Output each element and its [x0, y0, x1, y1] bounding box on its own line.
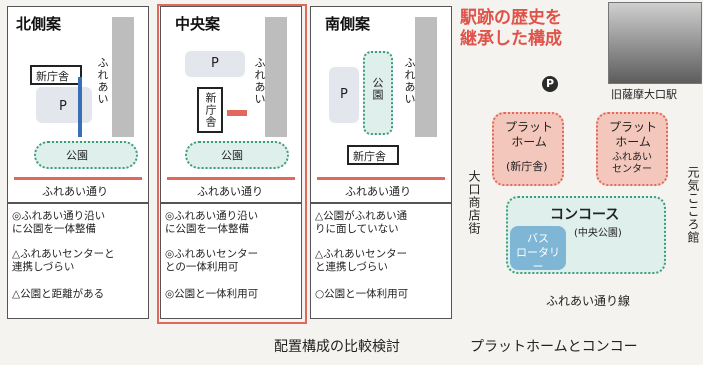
parking-icon-label: P — [546, 77, 555, 90]
park-label: 公園 — [221, 149, 243, 162]
street-label: ふれあい通り — [42, 185, 108, 198]
center-label: ふれあい — [253, 57, 266, 105]
park-label: 公園 — [66, 149, 88, 162]
caption-right: プラットホームとコンコー — [470, 339, 638, 355]
concourse-label: コンコース — [550, 207, 620, 223]
note-1: ◎ふれあい通り沿い に公園を一体整備 — [165, 210, 259, 235]
street-label: ふれあい通り — [345, 185, 411, 198]
photo-caption: 旧薩摩大口駅 — [611, 88, 677, 101]
plan-central-notes: ◎ふれあい通り沿い に公園を一体整備 ◎ふれあいセンター との一体利用可 ◎公園… — [160, 203, 302, 319]
concourse-sub: (中央公園) — [574, 228, 622, 239]
street-line — [167, 177, 295, 180]
platform-right — [596, 112, 668, 186]
plan-south-title: 南側案 — [325, 15, 371, 33]
street-line — [14, 177, 142, 180]
city-hall-box — [347, 145, 399, 165]
center-block — [112, 17, 134, 137]
street-left-label: 大口商店街 — [467, 170, 481, 235]
note-1: △公園がふれあい通 りに面していない — [315, 210, 408, 235]
station-photo — [608, 2, 702, 84]
city-hall-label: 新庁舎 — [36, 70, 69, 83]
parking-label: P — [59, 99, 67, 114]
plan-north-notes: ◎ふれあい通り沿い に公園を一体整備 △ふれあいセンターと 連携しづらい △公園… — [7, 203, 149, 319]
park-area — [34, 141, 138, 169]
platform-left — [492, 112, 564, 186]
center-block — [265, 17, 287, 137]
parking-block — [329, 67, 359, 123]
bus-label: バス ロータリー — [516, 232, 560, 273]
center-label: ふれあい — [96, 57, 109, 105]
platform-left-label: プラット ホーム — [505, 120, 554, 149]
note-2: △ふれあいセンターと 連携しづらい — [12, 248, 115, 273]
plan-central-panel — [157, 4, 307, 324]
note-3: ○公園と一体利用可 — [315, 288, 409, 300]
city-hall-box — [30, 65, 82, 85]
city-hall-box — [197, 87, 223, 133]
parking-label: P — [211, 56, 219, 71]
note-2: ◎ふれあいセンター との一体利用可 — [165, 248, 259, 273]
plan-south-panel: 南側案 ふれあい 公園 P 新庁舎 ふれあい通り — [310, 6, 452, 203]
right-heading: 駅跡の歴史を 継承した構成 — [460, 8, 562, 49]
street-line — [317, 177, 445, 180]
bus-rotary — [510, 226, 566, 270]
platform-left-sub: (新庁舎) — [506, 160, 548, 173]
parking-block — [36, 87, 92, 123]
plan-central-map: 中央案 ふれあい P 新庁舎 公園 ふれあい通り — [160, 6, 302, 203]
park-label: 公園 — [371, 77, 384, 101]
center-label: ふれあい — [403, 57, 416, 105]
connector-arrow — [78, 77, 82, 137]
city-hall-label: 新庁舎 — [353, 150, 386, 163]
parking-block — [185, 51, 245, 77]
note-2: △ふれあいセンター と連携しづらい — [315, 248, 408, 273]
parking-label: P — [340, 87, 348, 102]
link-arrow — [227, 110, 247, 116]
street-label: ふれあい通り — [197, 185, 263, 198]
note-3: △公園と距離がある — [12, 288, 105, 300]
plan-central-title: 中央案 — [175, 15, 221, 33]
note-1: ◎ふれあい通り沿い に公園を一体整備 — [12, 210, 106, 235]
plan-north-title: 北側案 — [16, 15, 62, 33]
center-block — [415, 17, 437, 137]
platform-right-label: プラット ホーム — [609, 120, 658, 149]
plan-north-panel: 北側案 ふれあい P 新庁舎 公園 ふれあい通り — [7, 6, 149, 203]
caption-left: 配置構成の比較検討 — [274, 339, 400, 355]
street-right-label: 元気こころ館 — [686, 166, 700, 244]
plan-south-notes: △公園がふれあい通 りに面していない △ふれあいセンター と連携しづらい ○公園… — [310, 203, 452, 319]
platform-right-sub: ふれあい センター — [612, 152, 652, 175]
park-area — [363, 51, 393, 135]
park-area — [185, 141, 289, 169]
city-hall-label: 新庁舎 — [204, 92, 217, 128]
parking-icon — [542, 76, 558, 92]
street-bottom-label: ふれあい通り線 — [546, 294, 631, 308]
note-3: ◎公園と一体利用可 — [165, 288, 259, 300]
